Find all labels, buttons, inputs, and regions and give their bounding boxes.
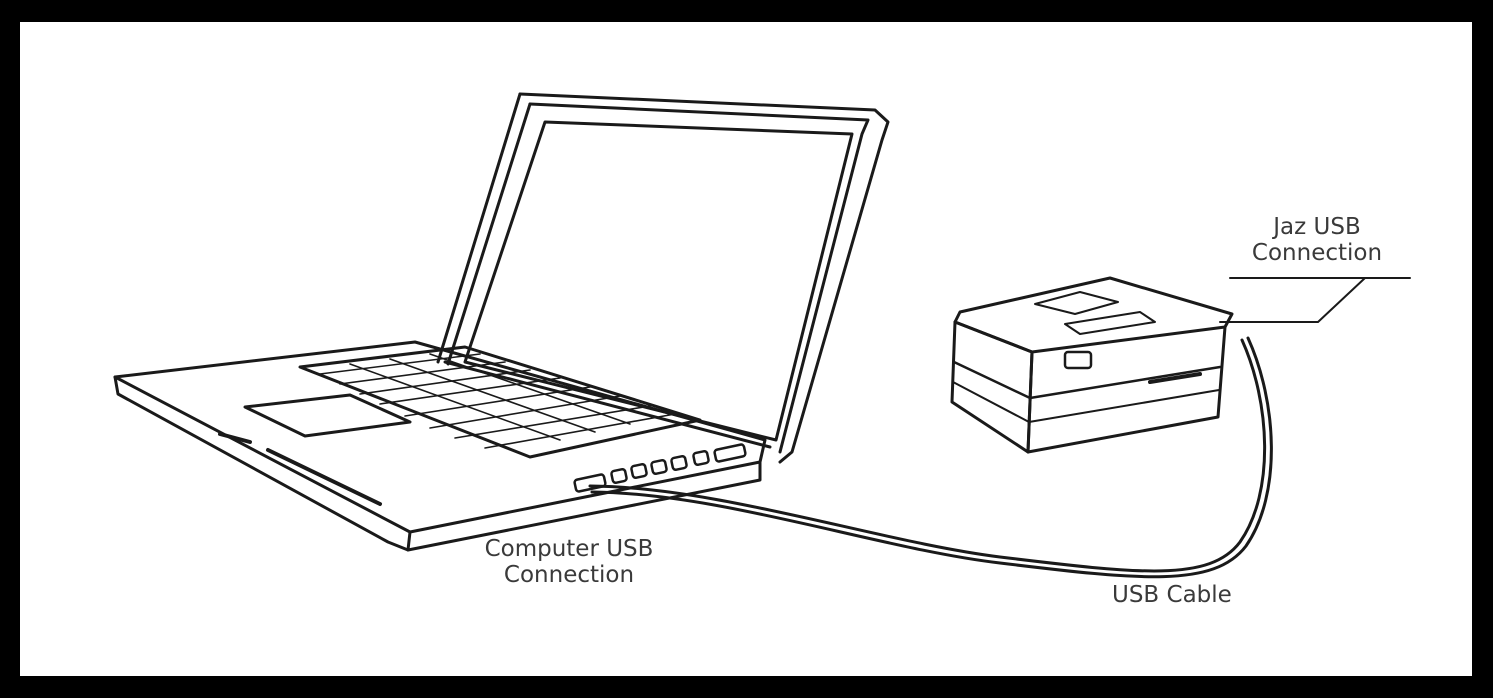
jaz-usb-label-line2: Connection bbox=[1222, 240, 1412, 266]
computer-usb-label-line1: Computer USB bbox=[474, 536, 664, 562]
jaz-usb-connection-label: Jaz USB Connection bbox=[1222, 214, 1412, 266]
computer-usb-label-line2: Connection bbox=[474, 562, 664, 588]
diagram-canvas: Computer USB Connection Jaz USB Connecti… bbox=[20, 22, 1472, 676]
computer-usb-connection-label: Computer USB Connection bbox=[474, 536, 664, 588]
diagram-drawing bbox=[20, 22, 1472, 676]
usb-cable-icon bbox=[590, 338, 1271, 577]
jaz-spectrometer-icon bbox=[952, 278, 1232, 452]
usb-cable-label: USB Cable bbox=[1112, 582, 1232, 608]
laptop-icon bbox=[115, 94, 888, 550]
jaz-usb-label-line1: Jaz USB bbox=[1222, 214, 1412, 240]
